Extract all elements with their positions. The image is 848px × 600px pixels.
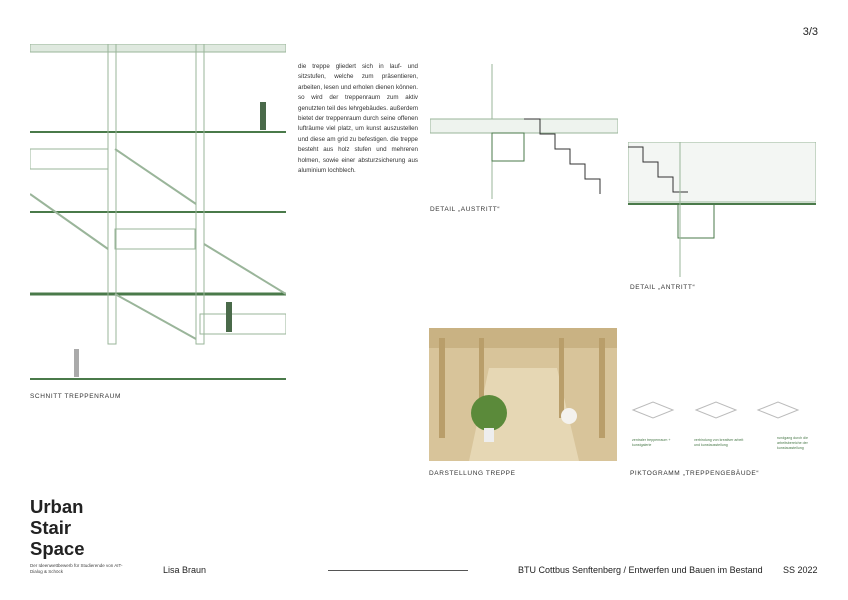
detail-exit-drawing — [430, 64, 618, 199]
author: Lisa Braun — [163, 565, 207, 575]
semester: SS 2022 — [783, 565, 818, 575]
institution: BTU Cottbus Senftenberg / Entwerfen und … — [518, 565, 763, 575]
pictogram-label-1: zentraler treppenraum + kunstgalerie — [632, 438, 671, 447]
pictogram-diagrams — [631, 401, 800, 419]
pictogram-label-3: rundgang durch die arbeitsbereiche der k… — [777, 436, 808, 450]
divider — [328, 570, 468, 571]
stair-rendering — [429, 328, 617, 461]
caption-section: SCHNITT TREPPENRAUM — [30, 393, 121, 400]
caption-detail-entry: DETAIL „ANTRITT“ — [630, 284, 696, 291]
title-line: Space — [30, 538, 85, 559]
project-subtitle: Der Ideenwettbewerb für Studierende von … — [30, 563, 123, 574]
page-number: 3/3 — [802, 26, 818, 38]
caption-render: DARSTELLUNG TREPPE — [429, 470, 516, 477]
description-text: die treppe gliedert sich in lauf- und si… — [298, 63, 418, 175]
section-drawing — [30, 44, 286, 380]
caption-pictogram: PIKTOGRAMM „TREPPENGEBÄUDE“ — [630, 470, 760, 477]
pictogram-label-2: verbindung von kreativer arbeit und kuns… — [694, 438, 744, 447]
project-title: Urban Stair Space — [30, 496, 85, 559]
caption-detail-exit: DETAIL „AUSTRITT“ — [430, 206, 501, 213]
detail-entry-drawing — [628, 142, 816, 277]
title-line: Stair — [30, 517, 72, 538]
title-line: Urban — [30, 496, 84, 517]
